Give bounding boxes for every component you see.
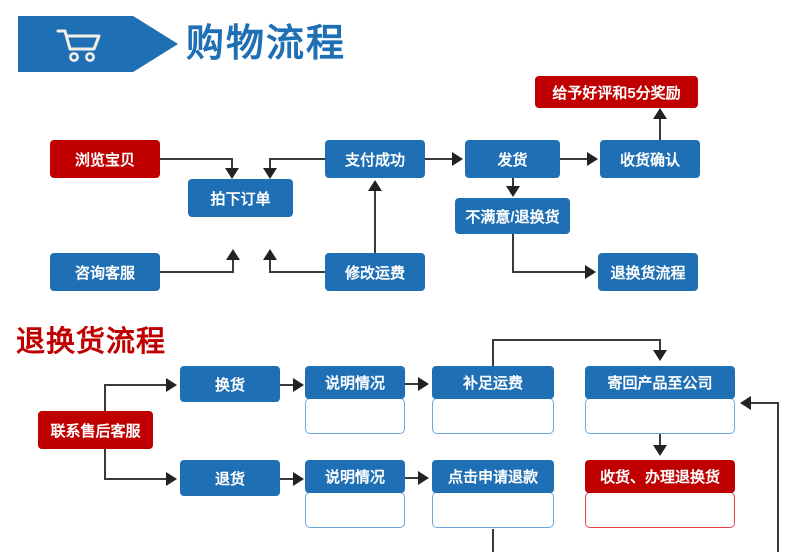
connector-return-to-desc2 <box>280 478 294 480</box>
connector-browse-to-order-h <box>160 158 233 160</box>
arrowhead-shipfee-to-paid <box>368 180 382 191</box>
node-echo-desc1 <box>305 398 405 434</box>
connector-aftersales-to-exchange <box>104 384 167 386</box>
connector-desc1-to-extrafee <box>405 383 419 385</box>
arrowhead-sendback-to-processrma <box>653 445 667 456</box>
arrowhead-return-to-desc2 <box>293 472 304 486</box>
arrowhead-aftersales-to-return <box>166 472 177 486</box>
arrowhead-browse-to-order <box>225 168 239 179</box>
node-echo-desc2 <box>305 492 405 528</box>
node-rmaflow[interactable]: 退换货流程 <box>598 253 698 291</box>
node-processrma[interactable]: 收货、办理退换货 <box>585 460 735 493</box>
node-echo-sendback <box>585 398 735 434</box>
node-applyrefund[interactable]: 点击申请退款 <box>432 460 554 493</box>
arrowhead-shipfee-left-up <box>263 249 277 260</box>
arrowhead-unhappy-to-rma <box>585 265 596 279</box>
connector-unhappy-to-rma-v <box>512 234 514 272</box>
arrowhead-rightloop-into-sendback <box>740 396 751 410</box>
node-unhappy[interactable]: 不满意/退换货 <box>455 198 570 234</box>
shopping-cart-icon <box>56 29 101 62</box>
node-echo-processrma <box>585 492 735 528</box>
arrowhead-desc1-to-extrafee <box>418 377 429 391</box>
connector-received-to-reward <box>659 118 661 142</box>
arrowhead-received-to-reward <box>653 108 667 119</box>
connector-shipped-to-received <box>560 158 588 160</box>
connector-rightloop-h <box>750 402 779 404</box>
arrowhead-shipped-to-received <box>587 152 598 166</box>
arrowhead-exchange-to-desc1 <box>293 378 304 392</box>
connector-aftersales-to-return <box>104 478 167 480</box>
node-echo-applyrefund <box>432 492 554 528</box>
connector-paid-to-shipped <box>425 158 453 160</box>
node-sendback[interactable]: 寄回产品至公司 <box>585 366 735 399</box>
arrowhead-paid-to-order <box>263 168 277 179</box>
node-aftersales[interactable]: 联系售后客服 <box>38 411 153 449</box>
connector-exchange-to-desc1 <box>280 384 294 386</box>
connector-shipfee-left-v <box>269 258 271 272</box>
arrowhead-shipped-to-unhappy <box>506 186 520 197</box>
arrowhead-desc2-to-applyrefund <box>418 471 429 485</box>
arrowhead-aftersales-to-exchange <box>166 378 177 392</box>
connector-extrafee-to-sendback-h <box>492 339 660 341</box>
arrowhead-into-sendback <box>653 350 667 361</box>
connector-consult-v <box>232 258 234 272</box>
node-shipfee[interactable]: 修改运费 <box>325 253 425 291</box>
connector-shipfee-to-paid <box>374 190 376 254</box>
connector-paid-to-order-v <box>269 158 271 172</box>
connector-extrafee-up <box>492 339 494 367</box>
node-desc1[interactable]: 说明情况 <box>305 366 405 399</box>
connector-shipfee-left-h <box>269 271 327 273</box>
section-title-returns: 退换货流程 <box>16 326 167 358</box>
node-extrafee[interactable]: 补足运费 <box>432 366 554 399</box>
connector-applyrefund-down <box>492 529 494 552</box>
arrowhead-paid-to-shipped <box>452 152 463 166</box>
node-echo-extrafee <box>432 398 554 434</box>
connector-desc2-to-applyrefund <box>405 477 419 479</box>
connector-consult-h <box>160 271 234 273</box>
arrowhead-consult-up <box>226 249 240 260</box>
node-browse[interactable]: 浏览宝贝 <box>50 140 160 178</box>
node-order[interactable]: 拍下订单 <box>188 179 293 217</box>
node-consult[interactable]: 咨询客服 <box>50 253 160 291</box>
header-banner <box>18 16 178 72</box>
node-reward[interactable]: 给予好评和5分奖励 <box>535 76 698 108</box>
node-exchange[interactable]: 换货 <box>180 366 280 402</box>
page-title: 购物流程 <box>186 23 347 65</box>
node-paid[interactable]: 支付成功 <box>325 140 425 178</box>
connector-rightloop-v <box>777 402 779 552</box>
connector-shipped-to-unhappy <box>512 178 514 190</box>
node-shipped[interactable]: 发货 <box>465 140 560 178</box>
connector-into-sendback-v <box>659 339 661 353</box>
connector-paid-to-order-h <box>269 158 327 160</box>
connector-unhappy-to-rma-h <box>512 271 586 273</box>
connector-browse-to-order-v <box>231 158 233 172</box>
node-refundgoods[interactable]: 退货 <box>180 460 280 496</box>
node-desc2[interactable]: 说明情况 <box>305 460 405 493</box>
node-received[interactable]: 收货确认 <box>600 140 700 178</box>
